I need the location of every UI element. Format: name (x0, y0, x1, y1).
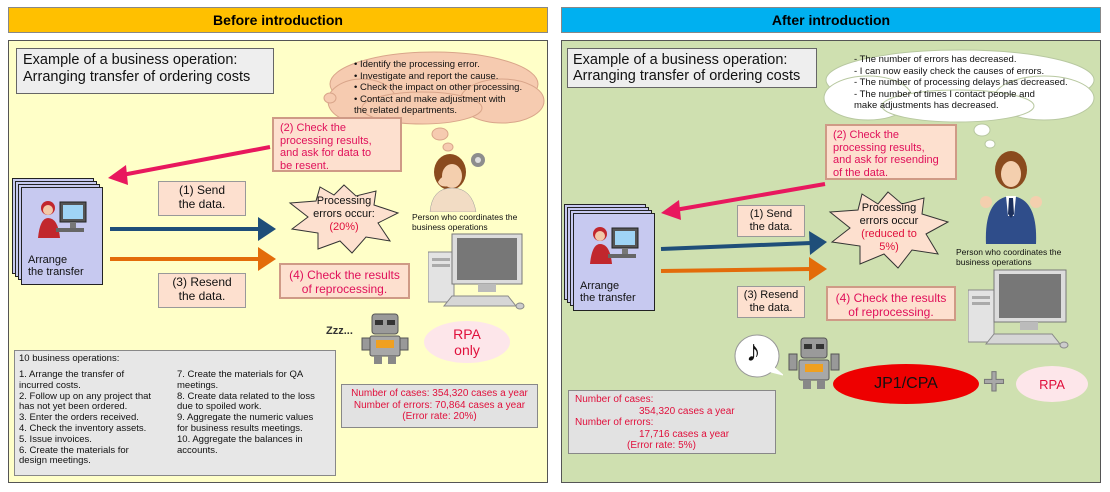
before-rpa-only-oval: RPA only (424, 321, 510, 363)
office-worker-icon (590, 227, 639, 264)
worried-person-icon (429, 153, 485, 212)
before-person-label: Person who coordinates the business oper… (412, 212, 518, 232)
operations-list-title: 10 business operations: (19, 353, 120, 364)
after-arrows (660, 182, 827, 281)
after-robot-icon (788, 337, 840, 389)
after-send-data-label: (1) Send the data. (737, 205, 805, 237)
after-error-star (828, 191, 950, 269)
before-robot-icon (361, 313, 409, 364)
zzz-text: Zzz... (326, 325, 353, 337)
operations-list-box: 10 business operations: 1. Arrange the t… (14, 350, 336, 476)
before-computer-icon (428, 233, 525, 310)
after-person-label: Person who coordinates the business oper… (956, 247, 1062, 267)
after-cases-box: Number of cases: 354,320 cases a year Nu… (568, 390, 776, 454)
before-reprocess-box: (4) Check the results of reprocessing. (279, 263, 410, 299)
after-header: After introduction (561, 7, 1101, 33)
office-worker-icon (38, 201, 87, 238)
before-cases-box: Number of cases: 354,320 cases a year Nu… (341, 384, 538, 428)
after-cloud-text: - The number of errors has decreased. - … (854, 54, 1068, 111)
music-note-icon: ♪ (746, 335, 761, 368)
after-computer-icon (968, 269, 1069, 349)
before-send-data-label: (1) Send the data. (158, 181, 246, 216)
happy-person-icon (980, 151, 1042, 244)
after-thought-cloud (823, 49, 1095, 149)
before-cloud-text: • Identify the processing error. • Inves… (354, 59, 523, 116)
before-arrows (108, 145, 276, 271)
after-reprocess-box: (4) Check the results of reprocessing. (826, 286, 956, 321)
after-document-stack: Arrange the transfer (564, 204, 656, 312)
jp1-cpa-oval: JP1/CPA (833, 364, 979, 404)
after-star-text: Processing errors occur (reduced to 5%) (859, 202, 919, 253)
before-error-star (288, 184, 400, 254)
after-title: Example of a business operation: Arrangi… (567, 48, 817, 88)
before-thought-cloud (323, 51, 545, 152)
after-rpa-oval: RPA (1016, 366, 1088, 402)
plus-icon: + (982, 361, 1006, 403)
before-title: Example of a business operation: Arrangi… (16, 48, 274, 94)
before-document-stack: Arrange the transfer (12, 178, 104, 286)
before-check-results-box: (2) Check the processing results, and as… (272, 117, 402, 172)
arrange-transfer-label: Arrange the transfer (580, 280, 636, 304)
before-star-text: Processing errors occur: (20%) (313, 195, 375, 233)
arrange-transfer-label: Arrange the transfer (28, 254, 84, 278)
after-resend-data-label: (3) Resend the data. (737, 286, 805, 318)
before-resend-data-label: (3) Resend the data. (158, 273, 246, 308)
before-header: Before introduction (8, 7, 548, 33)
after-check-results-box: (2) Check the processing results, and as… (825, 124, 957, 180)
music-note-bubble (734, 334, 783, 378)
